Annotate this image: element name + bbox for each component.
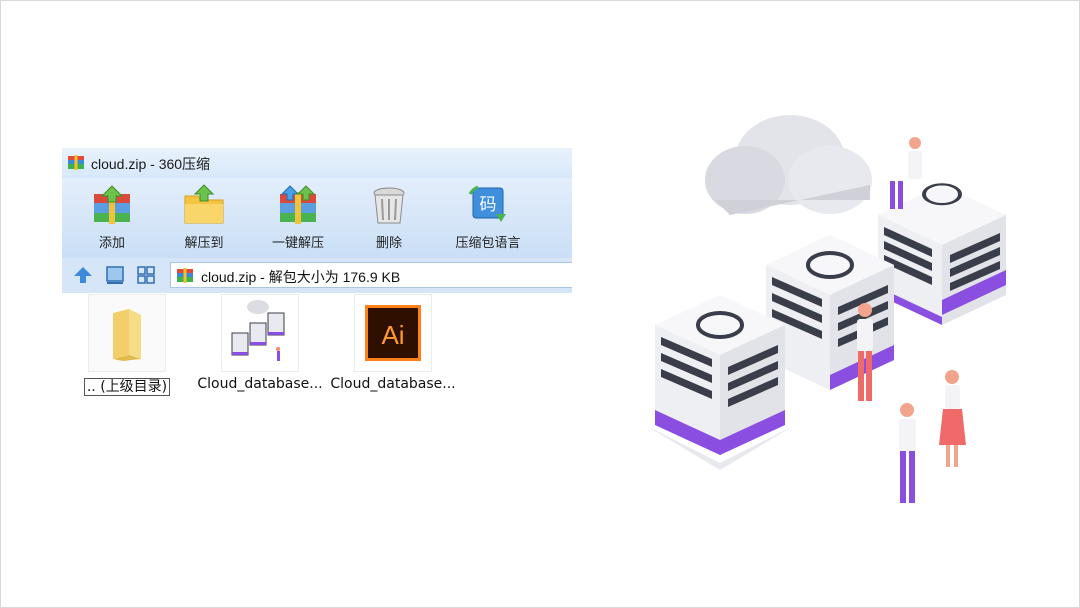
one-click-extract-button[interactable]: 一键解压 bbox=[258, 182, 338, 254]
file-item-illustrator[interactable]: Ai Cloud_database... bbox=[328, 294, 458, 404]
person-man-icon bbox=[899, 403, 916, 503]
address-bar[interactable]: cloud.zip - 解包大小为 176.9 KB bbox=[170, 262, 572, 288]
window-title: cloud.zip - 360压缩 bbox=[91, 156, 211, 172]
archive-language-icon: 码 bbox=[468, 185, 506, 222]
server-middle-icon bbox=[766, 235, 894, 390]
archive-language-label: 压缩包语言 bbox=[455, 235, 521, 250]
person-woman-icon bbox=[939, 370, 966, 467]
navigation-bar: cloud.zip - 解包大小为 176.9 KB bbox=[62, 258, 572, 293]
title-bar: cloud.zip - 360压缩 bbox=[62, 148, 572, 178]
ai-badge: Ai bbox=[381, 320, 404, 350]
file-label: Cloud_database... bbox=[197, 376, 323, 392]
grid-view-icon[interactable] bbox=[135, 264, 157, 286]
file-thumbnail bbox=[88, 294, 166, 372]
delete-label: 删除 bbox=[375, 235, 402, 250]
file-label: Cloud_database... bbox=[330, 376, 456, 392]
person-standing-icon bbox=[857, 303, 873, 401]
file-item-image[interactable]: Cloud_database... bbox=[195, 294, 325, 404]
folder-icon bbox=[113, 309, 141, 361]
extract-folder-icon bbox=[184, 184, 224, 224]
zip-file-icon bbox=[177, 268, 193, 283]
one-click-extract-icon bbox=[280, 185, 316, 224]
cloud-database-illustration bbox=[645, 115, 1006, 503]
one-click-extract-label: 一键解压 bbox=[271, 235, 324, 250]
person-sitting-icon bbox=[890, 137, 922, 209]
server-front-icon bbox=[645, 295, 795, 470]
file-label: .. (上级目录) bbox=[83, 378, 171, 396]
extract-to-label: 解压到 bbox=[184, 235, 224, 250]
archive-window: cloud.zip - 360压缩 添加 解压到 bbox=[62, 148, 572, 293]
zip-app-icon bbox=[68, 155, 84, 170]
large-icons-view-icon[interactable] bbox=[104, 264, 126, 286]
up-arrow-icon[interactable] bbox=[72, 264, 94, 286]
extract-to-button[interactable]: 解压到 bbox=[164, 182, 244, 254]
add-button[interactable]: 添加 bbox=[72, 182, 152, 254]
svg-text:码: 码 bbox=[480, 195, 497, 215]
toolbar: 添加 解压到 一键解压 bbox=[62, 178, 572, 258]
file-thumbnail: Ai bbox=[354, 294, 432, 372]
add-label: 添加 bbox=[98, 235, 125, 250]
illustrator-file-icon: Ai bbox=[365, 305, 421, 361]
delete-button[interactable]: 删除 bbox=[349, 182, 429, 254]
trash-bin-icon bbox=[373, 187, 405, 224]
image-thumbnail-icon bbox=[231, 300, 285, 361]
archive-language-button[interactable]: 码 压缩包语言 bbox=[440, 182, 536, 254]
server-back-icon bbox=[878, 183, 1006, 325]
add-archive-icon bbox=[94, 185, 130, 224]
file-item-parent-directory[interactable]: .. (上级目录) bbox=[62, 294, 192, 404]
file-thumbnail bbox=[221, 294, 299, 372]
address-text: cloud.zip - 解包大小为 176.9 KB bbox=[201, 269, 401, 285]
cloud-icon bbox=[705, 115, 872, 215]
